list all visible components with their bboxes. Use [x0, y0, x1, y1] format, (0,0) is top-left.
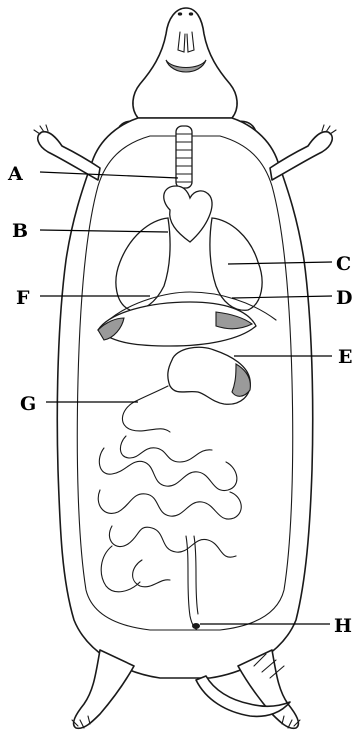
rat-head [133, 8, 237, 118]
left-nostril [178, 12, 182, 15]
label-a: A [7, 163, 23, 185]
label-b: B [12, 220, 28, 242]
right-foreleg [270, 132, 332, 180]
label-c: C [336, 253, 351, 275]
right-hindleg [238, 650, 298, 728]
label-h: H [334, 615, 352, 637]
trachea [176, 126, 192, 188]
left-hindleg [74, 650, 134, 728]
anus [192, 623, 200, 629]
label-d: D [336, 287, 352, 309]
label-f: F [16, 287, 30, 309]
label-e: E [338, 346, 352, 368]
label-g: G [20, 393, 36, 415]
right-nostril [189, 12, 193, 15]
